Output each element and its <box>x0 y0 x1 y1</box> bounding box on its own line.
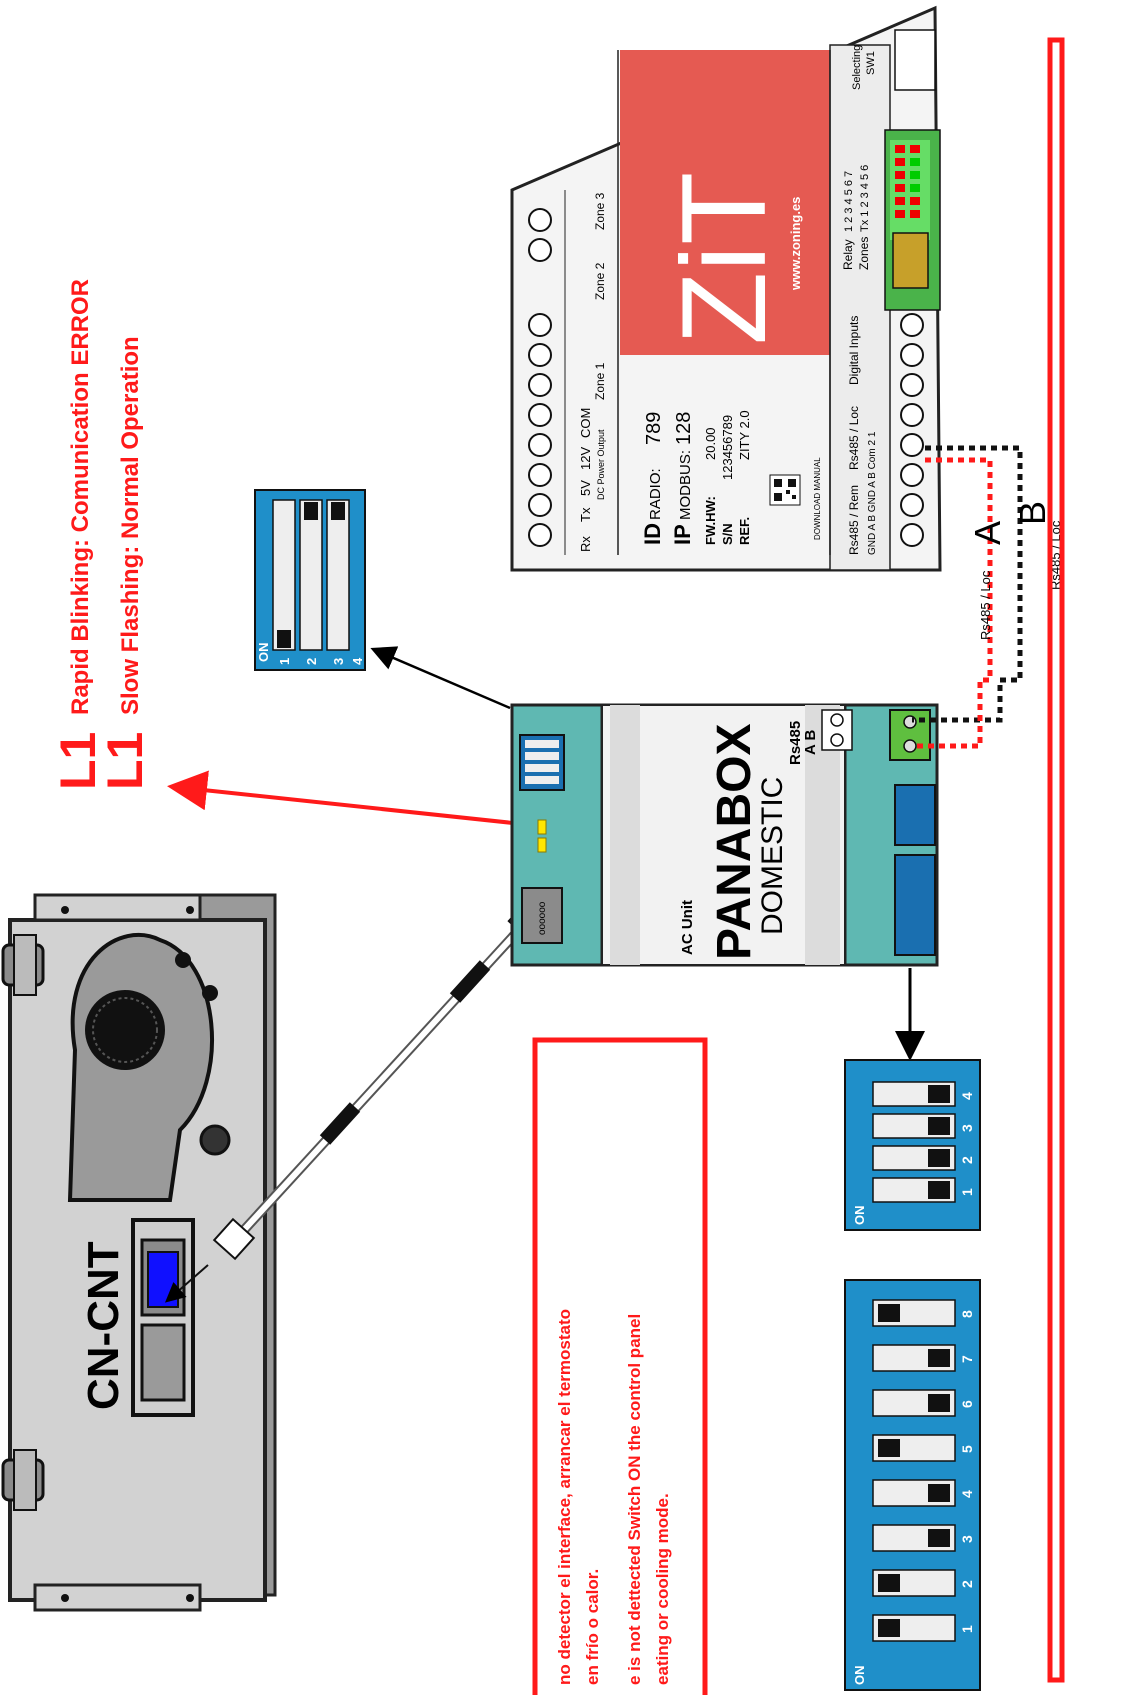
zity-modbus: MODBUS: <box>677 450 694 520</box>
zity-brand-panel <box>620 50 830 355</box>
zity-rx: Rx <box>578 536 593 552</box>
zity-download: DOWNLOAD MANUAL <box>813 457 822 540</box>
svg-text:4: 4 <box>350 657 365 665</box>
zity-relay-nums: 1 2 3 4 5 6 7 <box>843 171 855 232</box>
svg-text:3: 3 <box>959 1124 975 1132</box>
panabox-port <box>521 887 563 944</box>
note-box: no detector el interface, arrancar el te… <box>532 1037 708 1695</box>
l1-label-b: L1 <box>97 732 153 790</box>
fan-icon <box>85 990 165 1070</box>
zity-com: COM <box>578 408 593 438</box>
zity-fwhw: FW.HW: <box>703 496 718 545</box>
zity-controller: Rx Tx 5V 12V COM DC Power Output Zone 1 … <box>510 5 942 572</box>
svg-text:3: 3 <box>959 1535 975 1543</box>
svg-text:7: 7 <box>959 1355 975 1363</box>
zity-rs485-rem: Rs485 / Rem <box>847 485 861 555</box>
zity-id: ID <box>640 523 665 545</box>
svg-text:1: 1 <box>959 1625 975 1633</box>
svg-text:3: 3 <box>331 658 346 665</box>
svg-text:4: 4 <box>959 1092 975 1100</box>
svg-text:2: 2 <box>959 1156 975 1164</box>
wire-a-label: A <box>967 521 1008 545</box>
zity-dc-power: DC Power Output <box>596 429 606 500</box>
led-l2 <box>537 837 547 853</box>
panabox-title: PANABOX <box>708 724 761 960</box>
zity-sn-val: 123456789 <box>720 415 735 480</box>
svg-text:ON: ON <box>852 1666 867 1686</box>
zity-sw1: SW1 <box>865 51 877 75</box>
zity-digital-inputs: Digital Inputs <box>847 316 861 385</box>
svg-text:5: 5 <box>959 1445 975 1453</box>
note-line-4: eating or cooling mode. <box>653 1493 672 1685</box>
zity-url: www.zoning.es <box>788 197 803 291</box>
svg-text:2: 2 <box>304 658 319 665</box>
svg-text:8: 8 <box>959 1310 975 1318</box>
zity-5v: 5V <box>578 480 593 496</box>
slow-flashing-text: Slow Flashing: Normal Operation <box>117 336 144 715</box>
top-terminals <box>528 208 552 547</box>
zity-brand-logo: ZiT <box>657 172 791 345</box>
dip-switch-8-callout: ON 8 7 6 5 4 3 2 1 <box>844 1279 981 1691</box>
zity-ref-val: ZITY 2.0 <box>737 410 752 460</box>
zity-rs485-loc: Rs485 / Loc <box>847 406 861 470</box>
bottom-terminals <box>900 313 924 547</box>
svg-text:1: 1 <box>959 1188 975 1196</box>
wire-a-sublabel: Rs485 / Loc <box>978 570 993 640</box>
zity-tx: Tx <box>578 507 593 522</box>
panabox-ac-label: AC Unit <box>679 900 696 955</box>
rapid-blinking-text: Rapid Blinking: Comunication ERROR <box>67 279 94 715</box>
dip-switch-small-callout <box>254 489 366 671</box>
cn-cnt-label: CN-CNT <box>79 1241 128 1410</box>
panabox-dip-8[interactable] <box>894 854 936 956</box>
zity-sn: S/N <box>720 523 735 545</box>
panabox-dip-4[interactable] <box>894 784 936 846</box>
zity-relay: Relay <box>841 239 855 270</box>
zity-radio: RADIO: <box>647 468 664 520</box>
note-line-3: e is not dettected Switch ON the control… <box>625 1314 644 1685</box>
zity-ref: REF. <box>737 517 752 545</box>
l1-label-a: L1 <box>50 732 106 790</box>
wire-b-label: B <box>1012 501 1053 525</box>
zity-zone1: Zone 1 <box>593 362 607 400</box>
zity-ip: IP <box>670 524 695 545</box>
panabox-rs485-label: Rs485 <box>787 721 804 765</box>
zity-zone2: Zone 2 <box>593 262 607 300</box>
zity-radio-val: 789 <box>643 412 665 445</box>
svg-text:6: 6 <box>959 1400 975 1408</box>
svg-text:ON: ON <box>256 643 271 663</box>
panabox-subtitle: DOMESTIC <box>756 777 789 935</box>
panabox-ab-label: A B <box>802 730 819 755</box>
zity-selecting: Selecting <box>851 45 863 90</box>
led-legend: L1 L1 Rapid Blinking: Comunication ERROR… <box>50 279 153 790</box>
zity-zones: Zones <box>857 237 871 270</box>
note-line-1: no detector el interface, arrancar el te… <box>555 1309 574 1685</box>
svg-text:4: 4 <box>959 1490 975 1498</box>
zone-led-strip <box>895 145 920 218</box>
panabox-device: oooooo AC Unit PANABOX DOMESTIC Rs485 A … <box>510 703 939 967</box>
cn-cnt-port <box>147 1251 179 1308</box>
zity-zone3: Zone 3 <box>593 192 607 230</box>
led-pointer-arrow <box>167 770 561 830</box>
note-line-2: en frío o calor. <box>583 1569 602 1685</box>
svg-text:2: 2 <box>959 1580 975 1588</box>
zity-zone-nums: Tx 1 2 3 4 5 6 <box>859 165 871 232</box>
zity-12v: 12V <box>578 447 593 470</box>
zity-fwhw-val: 20.00 <box>703 427 718 460</box>
dip-small-labels: ON 1 2 3 4 <box>256 643 365 666</box>
led-l1 <box>537 819 547 835</box>
selecting-sw1[interactable] <box>894 29 936 91</box>
zity-modbus-val: 128 <box>673 412 695 445</box>
svg-text:ON: ON <box>852 1206 867 1226</box>
svg-text:oooooo: oooooo <box>537 901 548 935</box>
red-frame <box>1047 37 1065 1683</box>
zity-bottom-labels: GND A B GND A B Com 2 1 <box>867 431 878 555</box>
svg-text:1: 1 <box>277 658 292 665</box>
dip-switch-4-callout: ON 4 3 2 1 <box>844 1059 981 1231</box>
